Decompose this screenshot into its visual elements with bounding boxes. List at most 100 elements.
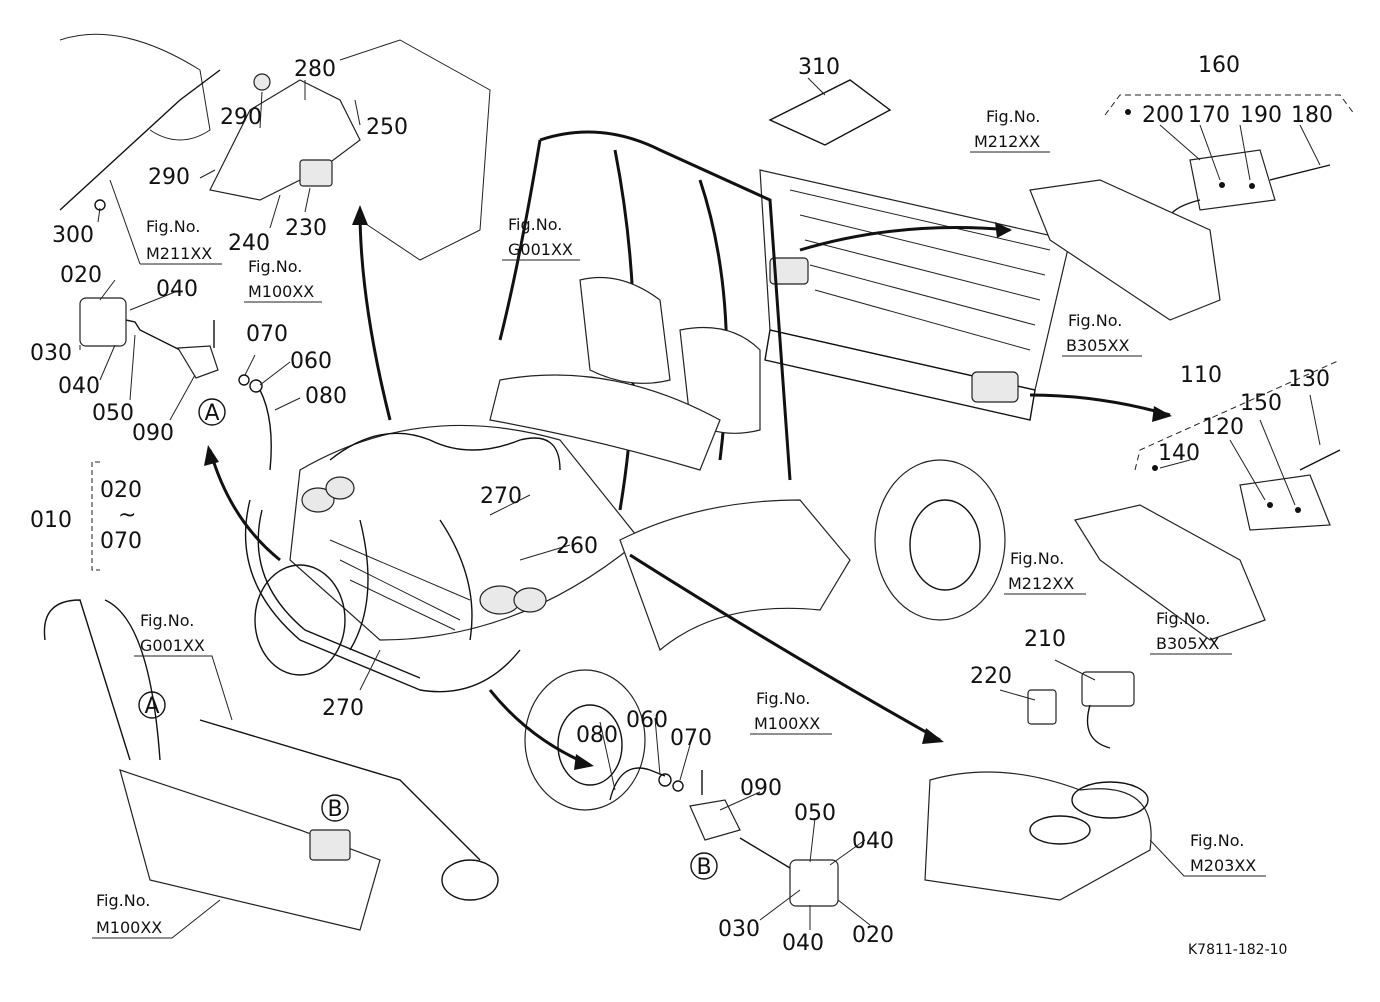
leader-lines [79, 77, 1321, 930]
fig-ref-code: M100XX [248, 282, 314, 301]
part-label: 080 [576, 723, 618, 748]
part-label: 040 [782, 931, 824, 956]
fig-ref-label: Fig.No. [248, 257, 302, 276]
arrow-to-console [629, 553, 941, 742]
switch-console [924, 671, 1152, 901]
fig-ref-code: M100XX [96, 918, 162, 937]
fig-ref-b305-lower: Fig.No. B305XX [1150, 609, 1232, 655]
front-brush-guard-inner [257, 509, 421, 679]
fig-ref-m100-right: Fig.No. M100XX [750, 689, 832, 735]
part-label: 260 [556, 534, 598, 559]
nut-060-left [249, 379, 263, 393]
part-label: 040 [156, 277, 198, 302]
fig-ref-m100-bottom: Fig.No. M100XX [92, 891, 221, 939]
part-label: 190 [1240, 103, 1282, 128]
part-label: 300 [52, 223, 94, 248]
mount-b [309, 829, 351, 861]
fig-ref-m212-upper: Fig.No. M212XX [970, 107, 1050, 153]
fig-ref-code: M203XX [1190, 856, 1256, 875]
screw-140 [1152, 465, 1158, 471]
part-label: 310 [798, 55, 840, 80]
fig-ref-g001-lower: Fig.No. G001XX [134, 611, 233, 721]
part-label: 070 [246, 322, 288, 347]
frame-tubes [339, 39, 491, 261]
fig-ref-code: G001XX [508, 240, 573, 259]
fig-ref-code: B305XX [1156, 634, 1219, 653]
lamp-body-020-right [789, 859, 839, 907]
part-label: 050 [794, 801, 836, 826]
guard-end [441, 859, 499, 901]
bumper-plate [119, 769, 381, 931]
fig-ref-label: Fig.No. [1156, 609, 1210, 628]
bracket-090-right [689, 799, 741, 841]
screw-130 [1299, 449, 1341, 471]
part-label: 180 [1291, 103, 1333, 128]
rear-lamp-upper [769, 257, 809, 285]
guard-cross [199, 719, 481, 861]
lamp-body-020 [79, 297, 127, 347]
fig-ref-label: Fig.No. [756, 689, 810, 708]
screw-180 [1269, 164, 1331, 181]
callout-b-label: B [696, 855, 711, 880]
part-label: 150 [1240, 391, 1282, 416]
part-label: 020 [852, 923, 894, 948]
part-label: 290 [220, 105, 262, 130]
fig-ref-code: M100XX [754, 714, 820, 733]
decal-310 [768, 79, 892, 146]
front-guard-detail [43, 599, 499, 931]
part-label: 220 [970, 664, 1012, 689]
fig-ref-label: Fig.No. [140, 611, 194, 630]
part-label: 060 [626, 708, 668, 733]
relay-230 [299, 159, 333, 187]
wheel-front-left [524, 669, 646, 811]
fig-ref-label: Fig.No. [1010, 549, 1064, 568]
part-label: 210 [1024, 627, 1066, 652]
part-label: 110 [1180, 363, 1222, 388]
arrow-to-left-light [208, 449, 281, 562]
range-bracket-010 [91, 461, 100, 571]
part-label: 290 [148, 165, 190, 190]
part-label: 010 [30, 508, 72, 533]
part-label: 050 [92, 401, 134, 426]
console-m203 [924, 771, 1152, 901]
wire-080-left [259, 389, 272, 471]
bed-ribs [789, 189, 1051, 351]
arrow-to-110 [1029, 393, 1171, 417]
tail-lamp-body-170 [1189, 149, 1276, 211]
arrow-to-m212-upper [799, 226, 1011, 252]
part-labels: 310 160 200 170 190 180 280 290 290 250 … [30, 53, 1333, 956]
headlight-right-b [513, 587, 547, 613]
fender-m212-upper [1029, 179, 1221, 321]
part-label: 040 [58, 374, 100, 399]
wire-080-right [609, 767, 666, 801]
harness-hood [329, 432, 561, 471]
fig-ref-code: M212XX [974, 132, 1040, 151]
fig-ref-m212-lower: Fig.No. M212XX [1004, 549, 1086, 595]
tail-light-lower-group [1074, 359, 1341, 641]
tail-light-upper-group [1029, 94, 1356, 321]
fig-ref-label: Fig.No. [508, 215, 562, 234]
fig-ref-label: Fig.No. [96, 891, 150, 910]
hood [289, 424, 641, 641]
part-label: 240 [228, 231, 270, 256]
switch-wire-210 [1086, 704, 1111, 749]
fig-ref-m100-top: Fig.No. M100XX [244, 257, 322, 303]
seat-cushion [489, 374, 721, 471]
part-label: 030 [30, 341, 72, 366]
part-label: 130 [1288, 367, 1330, 392]
part-label: 090 [132, 421, 174, 446]
part-label: 020 [100, 478, 142, 503]
cup-holder-a [1029, 815, 1091, 845]
roll-bar-top [539, 130, 792, 481]
part-label: 080 [305, 384, 347, 409]
harness-front [349, 519, 473, 651]
callout-a-label: A [144, 694, 159, 719]
guard-tubes [43, 599, 161, 761]
part-label: 200 [1142, 103, 1184, 128]
tail-lamp-body-120 [1239, 474, 1331, 531]
top-left-assembly [59, 33, 491, 261]
group-bracket-160 [1104, 94, 1356, 116]
fig-ref-code: B305XX [1066, 336, 1129, 355]
part-label: 040 [852, 829, 894, 854]
